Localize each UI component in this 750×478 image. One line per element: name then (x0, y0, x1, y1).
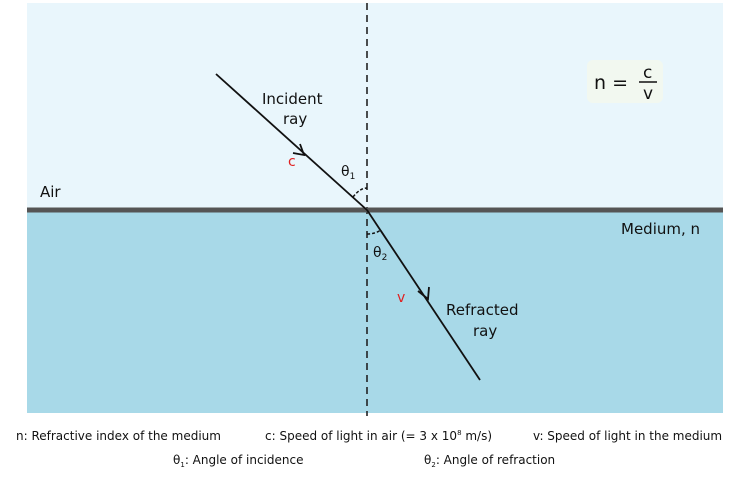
theta2-label: θ2 (373, 245, 387, 263)
svg-text:n =: n = (594, 72, 628, 94)
refracted-label-1: Refracted (446, 301, 519, 319)
v-label: v (397, 290, 405, 306)
legend-c: c: Speed of light in air (= 3 x 108 m/s) (265, 429, 492, 443)
incident-ray (215, 73, 368, 211)
medium-region (27, 210, 723, 413)
air-region (27, 3, 723, 210)
c-label: c (288, 154, 296, 170)
legend-n: n: Refractive index of the medium (16, 429, 221, 443)
incident-arrow-icon (292, 143, 306, 157)
theta1-arc (352, 187, 368, 198)
svg-text:c: c (643, 63, 652, 83)
medium-label: Medium, n (621, 220, 700, 238)
refracted-label-2: ray (473, 322, 497, 340)
theta2-arc (366, 229, 382, 235)
legend: n: Refractive index of the medium c: Spe… (16, 429, 722, 469)
formula-box: n = c v (587, 60, 663, 104)
refracted-arrow-icon (417, 286, 430, 301)
legend-theta1: θ1: Angle of incidence (173, 453, 303, 469)
theta1-label: θ1 (341, 164, 355, 182)
legend-v: v: Speed of light in the medium (533, 429, 722, 443)
legend-theta2: θ2: Angle of refraction (424, 453, 555, 469)
air-label: Air (40, 183, 61, 201)
incident-label-1: Incident (262, 90, 323, 108)
incident-label-2: ray (283, 110, 307, 128)
svg-text:v: v (643, 84, 653, 104)
